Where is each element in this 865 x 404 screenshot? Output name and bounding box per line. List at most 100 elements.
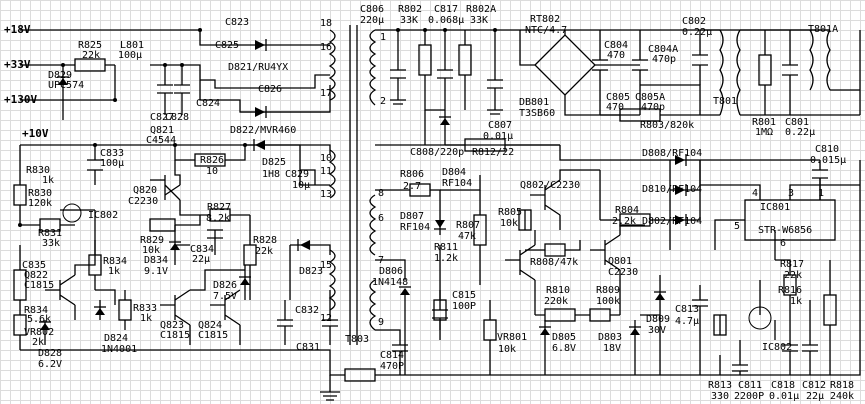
label-D834: D834: [144, 255, 168, 266]
value-C813: 4.7μ: [675, 316, 699, 327]
value-R827: 8.2k: [206, 213, 230, 224]
value-R809: 100k: [596, 296, 620, 307]
rail-18v: +18V: [4, 23, 31, 36]
resistor-R826: [194, 153, 226, 167]
label-T803: T803: [345, 334, 369, 345]
value-D805: 6.8V: [552, 343, 576, 354]
label-C810: C810: [815, 144, 839, 155]
resistor-R831: [39, 218, 61, 232]
value-Q820: C2230: [128, 196, 158, 207]
label-R805: R805: [498, 207, 522, 218]
value-C805: 470: [606, 102, 624, 113]
label-D825: D825: [262, 157, 286, 168]
label-C804A: C804A: [648, 44, 678, 55]
value-DB801: T3SB60: [519, 108, 555, 119]
pin-6: 6: [378, 213, 384, 224]
resistor-R829: [149, 218, 176, 232]
pin-10: 10: [320, 153, 332, 164]
value-C804: 470: [607, 50, 625, 61]
label-T801: T801: [713, 96, 737, 107]
label-RT802: RT802: [530, 14, 560, 25]
label-R830a: R830: [26, 165, 50, 176]
value-C812: 22μ: [806, 391, 824, 402]
label-C832: C832: [295, 305, 319, 316]
value-R834b: 5.6k: [27, 314, 51, 325]
label-R817: R817: [780, 259, 804, 270]
value-C815: 100P: [452, 301, 476, 312]
label-C801: C801: [785, 117, 809, 128]
resistor-R803: [619, 108, 661, 122]
resistor-R834a: [88, 254, 102, 276]
label-Q822: Q822: [24, 270, 48, 281]
value-RT802: NTC/4.7: [525, 25, 567, 36]
value-C829: 10μ: [292, 180, 310, 191]
ic801-pin-5: 5: [734, 221, 740, 232]
value-D806: 1N4148: [372, 277, 408, 288]
value-D803: 18V: [603, 343, 621, 354]
label-C826: C826: [258, 84, 282, 95]
label-R809: R809: [596, 285, 620, 296]
label-R833: R833: [133, 303, 157, 314]
label-D826: D826: [213, 280, 237, 291]
resistor-R813: [713, 314, 727, 336]
value-C805A: 470p: [641, 102, 665, 113]
rail-130v: +130V: [4, 93, 37, 106]
value-C801: 0.22μ: [785, 127, 815, 138]
diodes: [39, 39, 687, 335]
label-C833: C833: [100, 148, 124, 159]
label-C824: C824: [196, 98, 220, 109]
label-D805: D805: [552, 332, 576, 343]
value-L801: 100μ: [118, 50, 142, 61]
value-C806: 220μ: [360, 15, 384, 26]
resistor-R818: [823, 294, 837, 326]
label-C828: C828: [165, 112, 189, 123]
pin-9: 9: [378, 317, 384, 328]
value-C814: 470P: [380, 361, 404, 372]
label-C813: C813: [675, 304, 699, 315]
component-labels: R825 22k L801 100μ D829 UPC574 C827 C828…: [22, 4, 854, 402]
value-R831: 33k: [42, 238, 60, 249]
label-D823: D823: [299, 266, 323, 277]
resistor-R802: [418, 44, 432, 76]
value-Q824: C1815: [198, 330, 228, 341]
label-R802: R802: [398, 4, 422, 15]
label-C804: C804: [604, 40, 628, 51]
label-D828: D828: [38, 348, 62, 359]
label-R813: R813: [708, 380, 732, 391]
value-C804A: 470p: [652, 54, 676, 65]
label-R834a: R834: [103, 256, 127, 267]
resistor-R807: [473, 214, 487, 246]
label-R811: R811: [434, 242, 458, 253]
primary-wiring: [375, 28, 861, 375]
pin-17: 17: [320, 88, 332, 99]
label-D809: D809: [646, 314, 670, 325]
value-C810: 0.015μ: [810, 155, 846, 166]
value-D807: RF104: [400, 222, 430, 233]
label-C815: C815: [452, 290, 476, 301]
value-R816: 1k: [790, 296, 802, 307]
resistor-R830: [13, 184, 27, 206]
pin-18: 18: [320, 18, 332, 29]
value-R804: 2.2k: [612, 216, 636, 227]
pin-2: 2: [380, 96, 386, 107]
label-C814: C814: [380, 350, 404, 361]
value-D824: 1N4001: [101, 344, 137, 355]
label-C835: C835: [22, 260, 46, 271]
label-C829: C829: [285, 169, 309, 180]
label-C811: C811: [738, 380, 762, 391]
label-R825: R825: [78, 40, 102, 51]
transformer-T803: [328, 25, 377, 345]
resistor-R833: [118, 299, 132, 321]
resistor-R-bottom: [344, 368, 376, 382]
value-R810: 220k: [544, 296, 568, 307]
ic801-pin-3: 3: [788, 188, 794, 199]
value-IC801: STR-W6856: [758, 225, 812, 236]
label-R807: R807: [456, 220, 480, 231]
label-C827: C827: [150, 112, 174, 123]
value-R826: 10: [206, 166, 218, 177]
ic801-pin-4: 4: [752, 188, 758, 199]
label-D824: D824: [104, 333, 128, 344]
label-IC801: IC801: [760, 202, 790, 213]
